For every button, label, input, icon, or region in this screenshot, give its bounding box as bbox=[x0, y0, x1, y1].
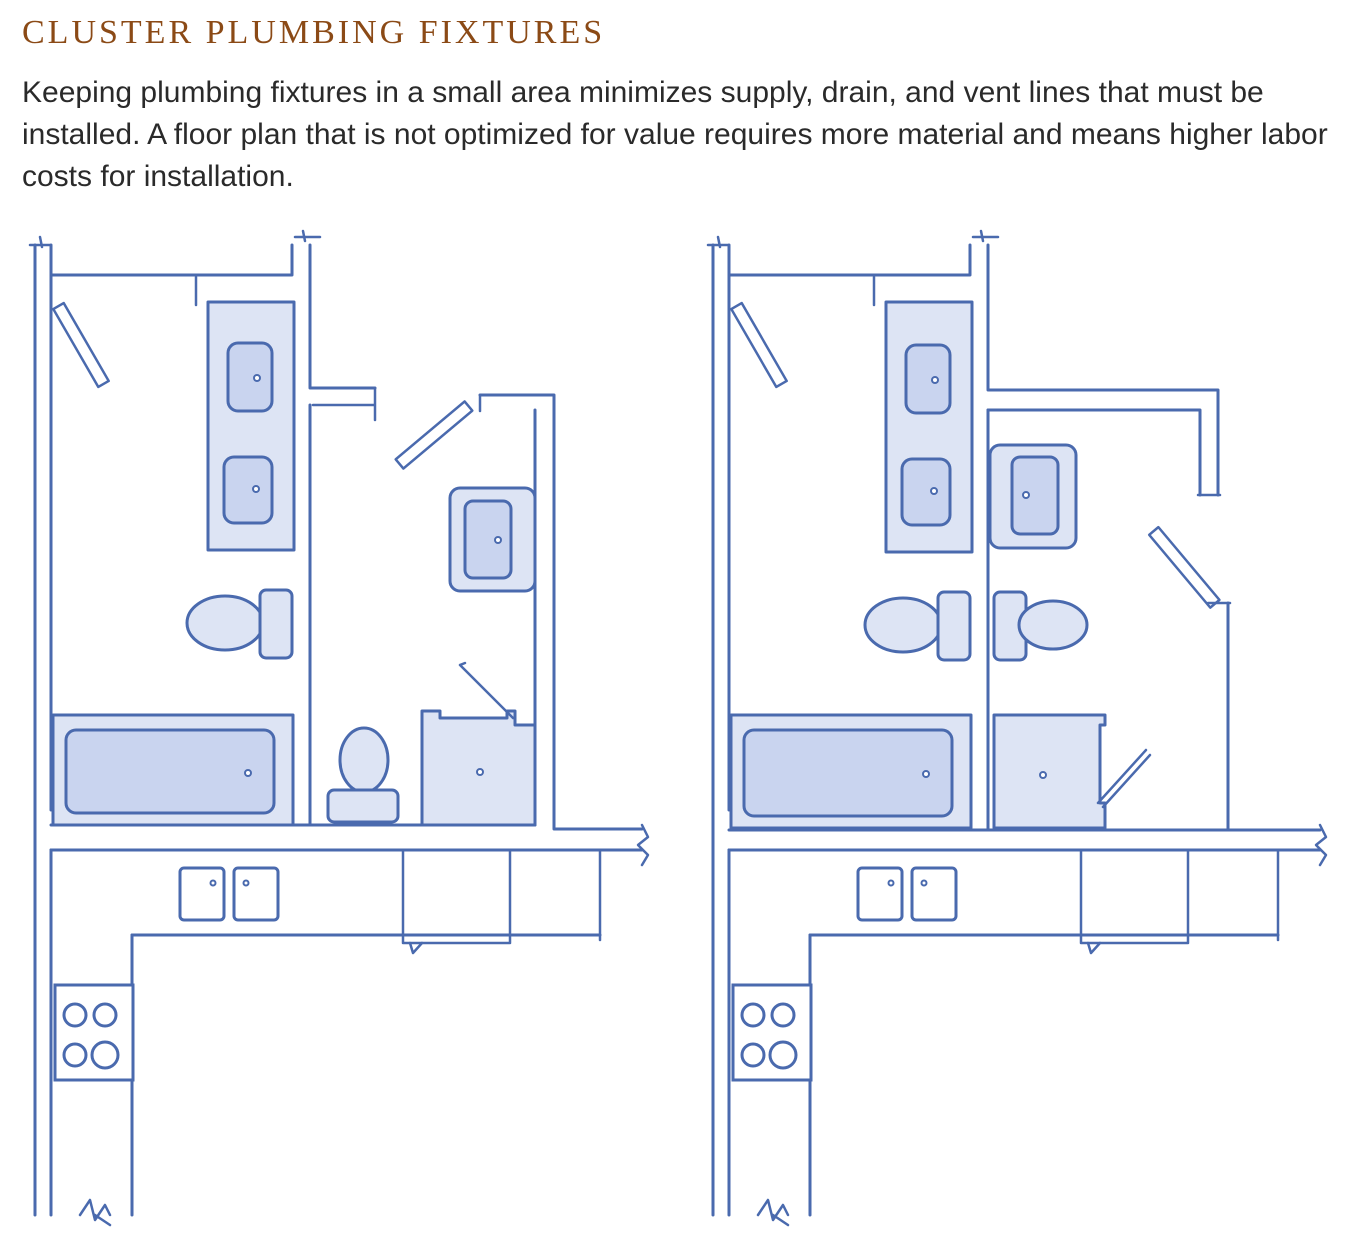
shower bbox=[992, 713, 1107, 830]
sink-basin bbox=[1010, 455, 1060, 536]
toilet-tank bbox=[326, 788, 400, 824]
vanity-sink bbox=[900, 457, 952, 527]
toilet-bowl bbox=[185, 594, 265, 652]
cabinet-door bbox=[178, 866, 226, 922]
floor-plan-unoptimized bbox=[28, 229, 650, 1227]
bath-two bbox=[988, 443, 1221, 830]
vanity-sink bbox=[222, 455, 274, 525]
vanity-sink bbox=[226, 341, 274, 413]
shower bbox=[420, 709, 537, 827]
bath-one bbox=[51, 300, 296, 827]
shower-door bbox=[1096, 748, 1152, 809]
sink-basin bbox=[463, 499, 513, 580]
door-swing bbox=[730, 301, 788, 389]
kitchen bbox=[49, 848, 602, 1217]
vanity-sink bbox=[904, 343, 952, 415]
cooktop bbox=[53, 983, 135, 1082]
cabinet-door bbox=[232, 866, 280, 922]
cooktop bbox=[731, 983, 813, 1082]
toilet-bowl bbox=[863, 596, 943, 654]
door-swing bbox=[1147, 525, 1221, 609]
diagram-description: Keeping plumbing fixtures in a small are… bbox=[22, 76, 1328, 193]
door-swing bbox=[52, 301, 110, 389]
kitchen bbox=[727, 848, 1280, 1217]
cabinet-door bbox=[856, 866, 904, 922]
toilet-bowl bbox=[1017, 599, 1089, 651]
toilet-bowl bbox=[338, 726, 390, 794]
diagram-title: CLUSTER PLUMBING FIXTURES bbox=[22, 14, 606, 51]
bath-two bbox=[326, 400, 537, 827]
floor-plan-optimized bbox=[706, 229, 1328, 1227]
toilet-tank bbox=[258, 588, 294, 660]
toilet-tank bbox=[936, 590, 972, 662]
walls bbox=[706, 229, 1328, 1227]
shower-door bbox=[458, 661, 515, 720]
bath-one bbox=[729, 300, 974, 830]
door-swing bbox=[394, 400, 474, 470]
cabinet-door bbox=[910, 866, 958, 922]
